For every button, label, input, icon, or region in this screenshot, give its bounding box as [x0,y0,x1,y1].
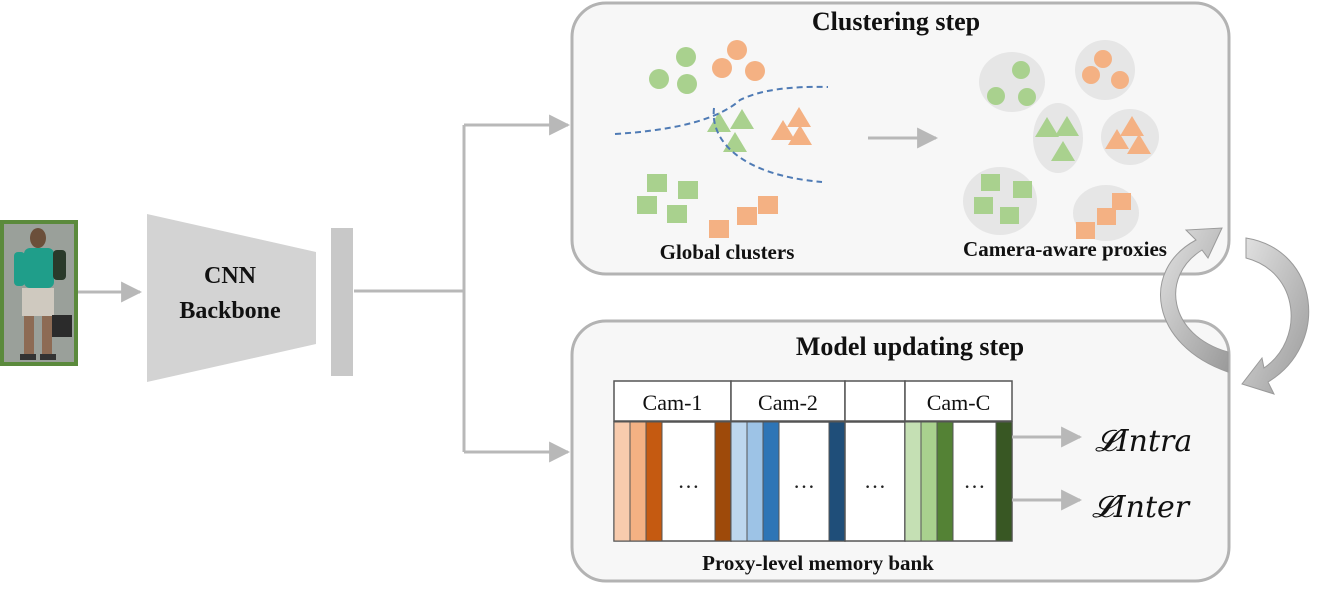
green-square-point [637,196,657,214]
ellipsis-label: … [793,468,815,493]
clustering-title: Clustering step [812,7,980,36]
camera-header-label: Cam-C [927,390,991,415]
proxy-memory-slot [746,421,764,542]
proxy-memory-slot [762,421,780,542]
camera-header-cell [904,380,1013,422]
cycle-arrow-left [1160,227,1229,373]
orange-square-point [758,196,778,214]
orange-triangle-point [788,125,812,145]
green-circle-point [677,74,697,94]
proxy-memory-slot [645,421,663,542]
backbone-trapezoid [147,214,316,382]
green-square-point [678,181,698,199]
intra-loss-label: 𝓛Intra [1095,424,1192,459]
camera-header-cell [730,380,846,422]
orange-circle-point [727,40,747,60]
camera-header-cell [844,380,906,422]
global-clusters-scatter [614,40,829,238]
input-image [0,220,78,366]
cnn-backbone: CNN Backbone [147,214,316,382]
memory-bank-label: Proxy-level memory bank [702,551,934,575]
proxy-memory-slot [730,421,748,542]
orange-triangle-point [787,107,811,127]
alternating-cycle-arrows [1160,227,1310,395]
updating-title: Model updating step [796,332,1024,361]
orange-square-point [737,207,757,225]
orange-triangle-point [771,120,795,140]
clustering-panel: Clustering step Global cluster [570,1,1231,276]
ellipsis-label: … [964,468,986,493]
proxy-blob [1033,103,1083,173]
ellipsis-label: … [678,468,700,493]
camera-header-label: Cam-2 [758,390,818,415]
proxy-blob [979,52,1045,112]
backbone-label-line2: Backbone [179,298,281,324]
ellipsis-label: … [864,468,886,493]
orange-circle-point [745,61,765,81]
branch-connector [354,114,571,463]
camera-header-label: Cam-1 [643,390,703,415]
inter-loss-label: 𝓛Inter [1092,490,1191,525]
camera-aware-proxies [963,40,1159,241]
green-square-point [667,205,687,223]
camera-memory-cell [844,421,906,542]
proxy-memory-slot [920,421,938,542]
memory-bank: Cam-1 … Cam-2 … … Cam-C … [613,380,1013,542]
cluster-boundary-upper [614,85,829,135]
green-square-point [647,174,667,192]
cluster-boundary-lower [712,107,823,183]
green-triangle-point [707,112,731,132]
proxy-memory-slot [629,421,647,542]
proxy-memory-slot [936,421,954,542]
cycle-arrow-right [1241,237,1310,395]
proxy-memory-slot [828,421,846,542]
proxy-memory-slot [714,421,732,542]
updating-panel: Model updating step Cam-1…Cam-2……Cam-C… … [570,319,1231,583]
camera-aware-proxies-label: Camera-aware proxies [963,237,1167,261]
global-clusters-label: Global clusters [660,240,795,264]
proxy-blob [1101,109,1159,165]
proxy-memory-slot [904,421,922,542]
green-circle-point [676,47,696,67]
camera-header-cell [613,380,732,422]
green-circle-point [649,69,669,89]
backbone-label-line1: CNN [204,263,257,289]
proxy-memory-slot [995,421,1013,542]
proxy-memory-slot [613,421,631,542]
pedestrian-icon [14,228,72,360]
orange-circle-point [712,58,732,78]
orange-square-point [709,220,729,238]
green-triangle-point [730,109,754,129]
feature-vector-bar [331,228,353,376]
